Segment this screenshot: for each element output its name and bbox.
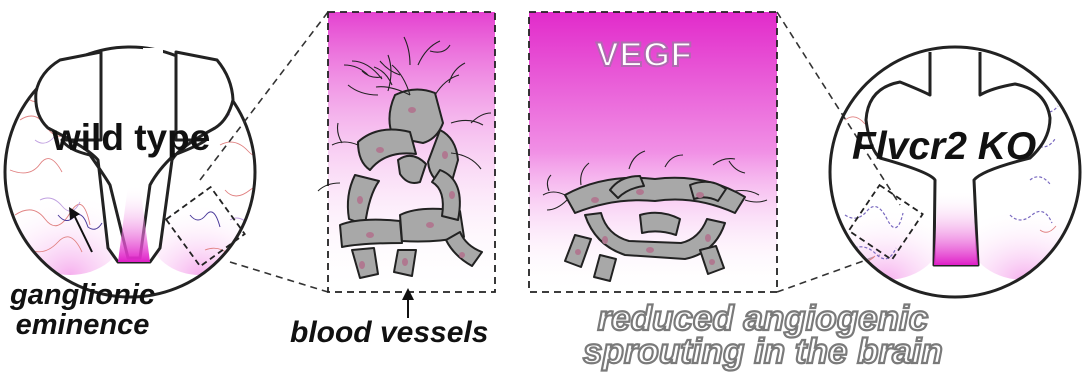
knockout-midline-gradient bbox=[934, 190, 978, 265]
ganglionic-eminence-label: ganglionic eminence bbox=[10, 280, 155, 340]
blood-vessels-label: blood vessels bbox=[290, 316, 488, 350]
wild-type-brain bbox=[5, 47, 272, 297]
ganglionic-eminence-line2: eminence bbox=[10, 310, 155, 340]
result-caption: reduced angiogenic sprouting in the brai… bbox=[583, 302, 943, 368]
result-caption-line2: sprouting in the brain bbox=[583, 335, 943, 368]
wild-type-label: wild type bbox=[52, 117, 210, 159]
ganglionic-eminence-line1: ganglionic bbox=[10, 280, 155, 310]
vegf-label: VEGF bbox=[596, 36, 693, 75]
result-caption-line1: reduced angiogenic bbox=[583, 302, 943, 335]
wild-type-vessel-panel bbox=[318, 12, 495, 318]
knockout-label: Flvcr2 KO bbox=[852, 125, 1036, 169]
knockout-brain bbox=[830, 47, 1080, 297]
